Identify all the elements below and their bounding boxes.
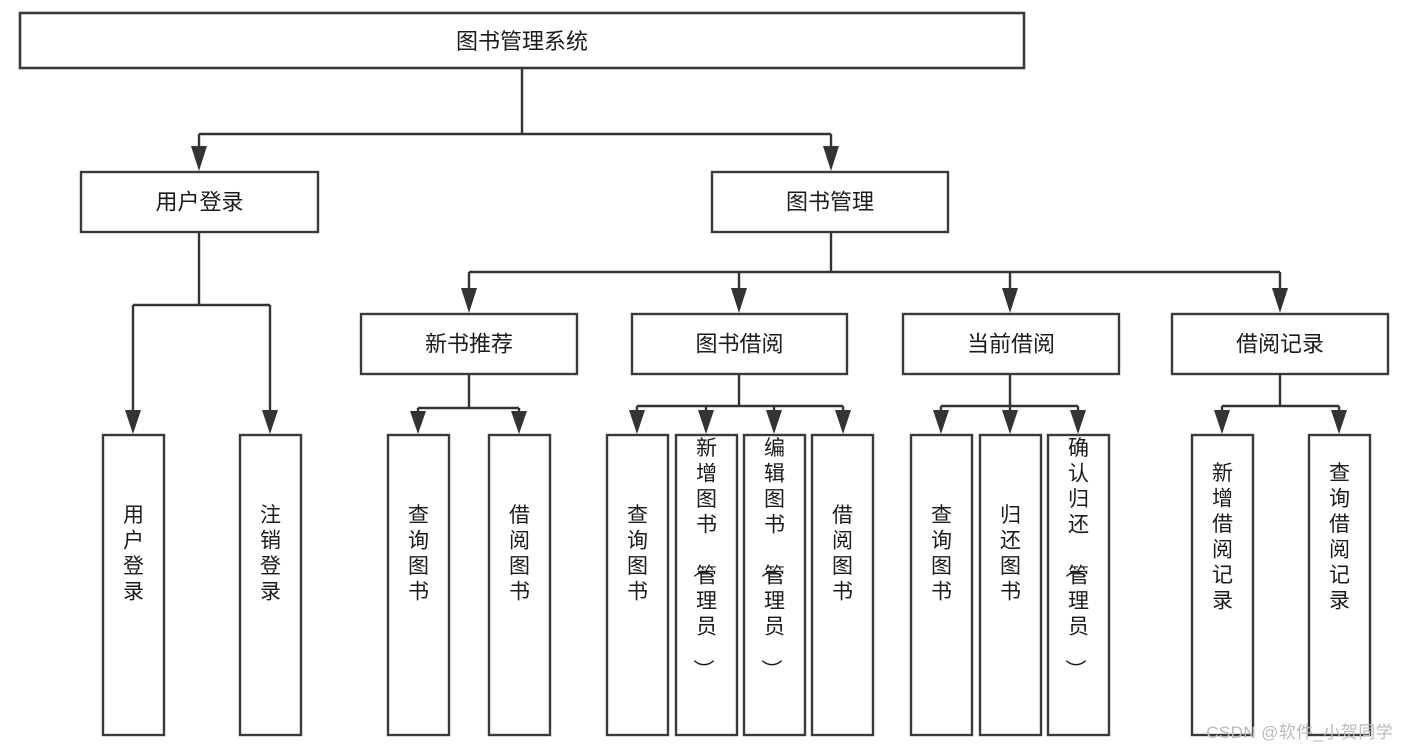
leaf-borrow-book-2-label: 借阅图书 (832, 504, 853, 604)
node-book-manage-box[interactable] (710, 170, 950, 234)
leaf-query-book-3-label: 查询图书 (931, 504, 952, 604)
node-user-login-box[interactable] (79, 170, 320, 234)
connector-group-user-login (125, 232, 278, 434)
node-root-box[interactable] (18, 11, 1026, 70)
connector-group-root (191, 68, 839, 171)
node-new-book-recommend[interactable]: 新书推荐 (359, 312, 579, 376)
connector-group-borrow-record (1214, 374, 1347, 434)
leaf-query-book-2-box[interactable] (605, 433, 670, 737)
leaf-query-borrow-record-label: 查询借阅记录 (1329, 462, 1350, 613)
leaf-confirm-return-admin-box[interactable] (1046, 433, 1111, 737)
leaf-user-login-label: 用户登录 (123, 504, 144, 604)
leaf-node-query-book-1[interactable]: 查询图书 (386, 433, 451, 737)
leaf-query-book-1-label: 查询图书 (408, 504, 429, 604)
leaf-node-user-login[interactable]: 用户登录 (101, 433, 166, 737)
node-user-login[interactable]: 用户登录 (79, 170, 320, 234)
node-root-label: 图书管理系统 (456, 29, 588, 54)
node-borrow-record[interactable]: 借阅记录 (1170, 312, 1390, 376)
arrow-head-book-manage (823, 146, 839, 171)
leaf-borrow-book-1-label: 借阅图书 (509, 504, 530, 604)
arrow-head-book-borrow (731, 288, 747, 313)
leaf-query-borrow-record-box[interactable] (1307, 433, 1372, 737)
leaf-logout-login-box[interactable] (238, 433, 303, 737)
arrow-head-leaf-user-login (125, 410, 141, 434)
node-current-borrow[interactable]: 当前借阅 (901, 312, 1121, 376)
leaf-borrow-book-1-box[interactable] (487, 433, 552, 737)
leaf-query-book-2-label: 查询图书 (627, 504, 648, 604)
leaf-confirm-return-admin-label: 确认归还（管理员） (1063, 437, 1089, 680)
leaf-logout-login-label: 注销登录 (260, 504, 281, 604)
arrow-head-leaf-query-borrow-record (1331, 410, 1347, 434)
arrow-head-leaf-add-book-admin (698, 410, 714, 434)
arrow-head-new-book-recommend (461, 288, 477, 313)
arrow-head-leaf-edit-book-admin (766, 410, 782, 434)
leaf-add-book-admin-box[interactable] (674, 433, 739, 737)
arrow-head-leaf-query-book-2 (629, 410, 645, 434)
node-book-borrow-label: 图书借阅 (695, 332, 783, 357)
arrow-head-leaf-add-borrow-record (1214, 410, 1230, 434)
node-user-login-label: 用户登录 (155, 190, 243, 215)
leaf-query-book-3-box[interactable] (909, 433, 974, 737)
arrow-head-leaf-confirm-return-admin (1070, 410, 1086, 434)
node-new-book-recommend-box[interactable] (359, 312, 579, 376)
arrow-head-user-login (191, 146, 207, 171)
leaf-add-borrow-record-box[interactable] (1190, 433, 1255, 737)
leaf-user-login-box[interactable] (101, 433, 166, 737)
node-book-borrow-box[interactable] (630, 312, 849, 376)
arrow-head-current-borrow (1002, 288, 1018, 313)
node-book-manage-label: 图书管理 (786, 190, 874, 215)
node-borrow-record-box[interactable] (1170, 312, 1390, 376)
leaf-node-edit-book-admin[interactable]: 编辑图书（管理员） (742, 433, 807, 737)
node-current-borrow-label: 当前借阅 (967, 332, 1055, 357)
connector-group-new-book-recommend (410, 374, 527, 434)
node-new-book-recommend-label: 新书推荐 (425, 332, 513, 357)
leaf-node-add-borrow-record[interactable]: 新增借阅记录 (1190, 433, 1255, 737)
leaf-query-book-1-box[interactable] (386, 433, 451, 737)
leaf-node-return-book[interactable]: 归还图书 (978, 433, 1043, 737)
leaf-return-book-box[interactable] (978, 433, 1043, 737)
leaf-node-borrow-book-2[interactable]: 借阅图书 (810, 433, 875, 737)
arrow-head-leaf-query-book-3 (933, 410, 949, 434)
leaf-node-add-book-admin[interactable]: 新增图书（管理员） (674, 433, 739, 737)
arrow-head-leaf-borrow-book-1 (511, 411, 527, 434)
leaf-node-borrow-book-1[interactable]: 借阅图书 (487, 433, 552, 737)
arrow-head-leaf-logout-login (262, 410, 278, 434)
leaf-edit-book-admin-label: 编辑图书（管理员） (759, 437, 785, 680)
leaf-return-book-label: 归还图书 (1000, 504, 1021, 604)
node-book-manage[interactable]: 图书管理 (710, 170, 950, 234)
leaf-borrow-book-2-box[interactable] (810, 433, 875, 737)
arrow-head-borrow-record (1272, 288, 1288, 313)
node-book-borrow[interactable]: 图书借阅 (630, 312, 849, 376)
leaf-edit-book-admin-box[interactable] (742, 433, 807, 737)
leaf-node-confirm-return-admin[interactable]: 确认归还（管理员） (1046, 433, 1111, 737)
leaf-node-query-borrow-record[interactable]: 查询借阅记录 (1307, 433, 1372, 737)
arrow-head-leaf-borrow-book-2 (835, 410, 851, 434)
leaf-node-logout-login[interactable]: 注销登录 (238, 433, 303, 737)
arrow-head-leaf-query-book-1 (410, 411, 426, 434)
leaf-add-borrow-record-label: 新增借阅记录 (1212, 462, 1233, 613)
connector-group-current-borrow (933, 374, 1086, 434)
node-current-borrow-box[interactable] (901, 312, 1121, 376)
connector-group-book-manage (461, 232, 1288, 313)
arrow-head-leaf-return-book (1002, 410, 1018, 434)
leaf-node-query-book-2[interactable]: 查询图书 (605, 433, 670, 737)
node-root[interactable]: 图书管理系统 (18, 11, 1026, 70)
leaf-node-query-book-3[interactable]: 查询图书 (909, 433, 974, 737)
leaf-add-book-admin-label: 新增图书（管理员） (691, 437, 717, 680)
node-borrow-record-label: 借阅记录 (1236, 332, 1324, 357)
connector-group-book-borrow (629, 374, 851, 434)
